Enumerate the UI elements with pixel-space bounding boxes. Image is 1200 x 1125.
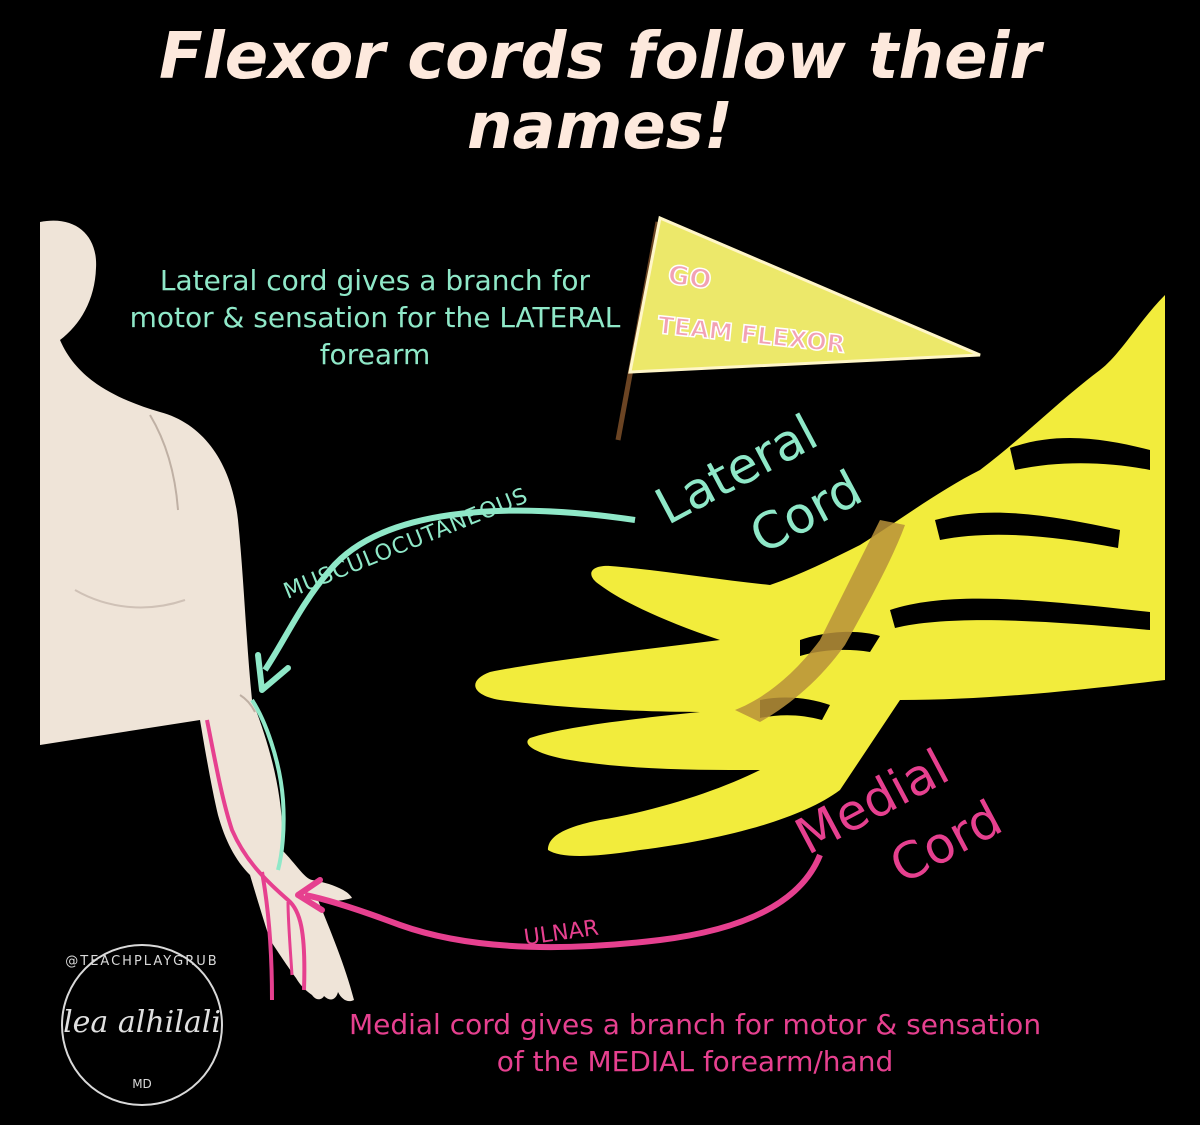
musculocutaneous-arrowhead — [255, 652, 291, 693]
title-line-1: Flexor cords follow their — [159, 20, 1041, 94]
lateral-cord-note: Lateral cord gives a branch for motor & … — [129, 264, 621, 371]
chest-line — [74, 589, 186, 609]
ulnar-digital-branch — [286, 901, 294, 976]
medial-forearm-nerve — [205, 719, 307, 991]
brachial-plexus — [475, 295, 1165, 856]
plexus-gap-2 — [935, 512, 1120, 548]
arm-shape — [40, 220, 354, 1002]
elbow-line — [239, 694, 256, 713]
ulnar-finger-branch — [260, 871, 274, 1001]
ulnar-arrowhead — [295, 877, 325, 913]
musculocutaneous-label: MUSCULOCUTANEOUS — [280, 483, 532, 604]
plexus-deep-branch — [735, 520, 905, 722]
plexus-gap-3 — [890, 598, 1150, 630]
musculocutaneous-pathway — [250, 507, 636, 871]
ulnar-arrow — [304, 853, 823, 951]
musculocutaneous-arrow — [262, 507, 636, 672]
pennant-line-1: GO — [666, 260, 713, 296]
watermark-name: lea alhilali — [63, 1005, 221, 1040]
watermark-handle: @TEACHPLAYGRUB — [65, 954, 218, 969]
plexus-gap-1 — [1010, 438, 1150, 470]
arm-silhouette — [40, 220, 354, 1002]
pennant-cloth — [628, 215, 981, 374]
title-line-2: names! — [466, 90, 734, 164]
watermark-suffix: MD — [132, 1077, 152, 1091]
shoulder-shadow — [149, 414, 179, 511]
musculocutaneous-label-group: MUSCULOCUTANEOUS — [280, 483, 532, 604]
pennant-flag: GO TEAM FLEXOR — [615, 215, 981, 441]
medial-cord-note: Medial cord gives a branch for motor & s… — [348, 1008, 1042, 1078]
ulnar-pathway — [205, 719, 823, 1001]
plexus-shape — [475, 295, 1165, 856]
watermark: @TEACHPLAYGRUB lea alhilali MD — [61, 944, 223, 1106]
watermark-ring — [61, 944, 223, 1106]
diagram-title: Flexor cords follow their names! — [0, 22, 1200, 162]
lateral-forearm-nerve — [250, 698, 286, 871]
